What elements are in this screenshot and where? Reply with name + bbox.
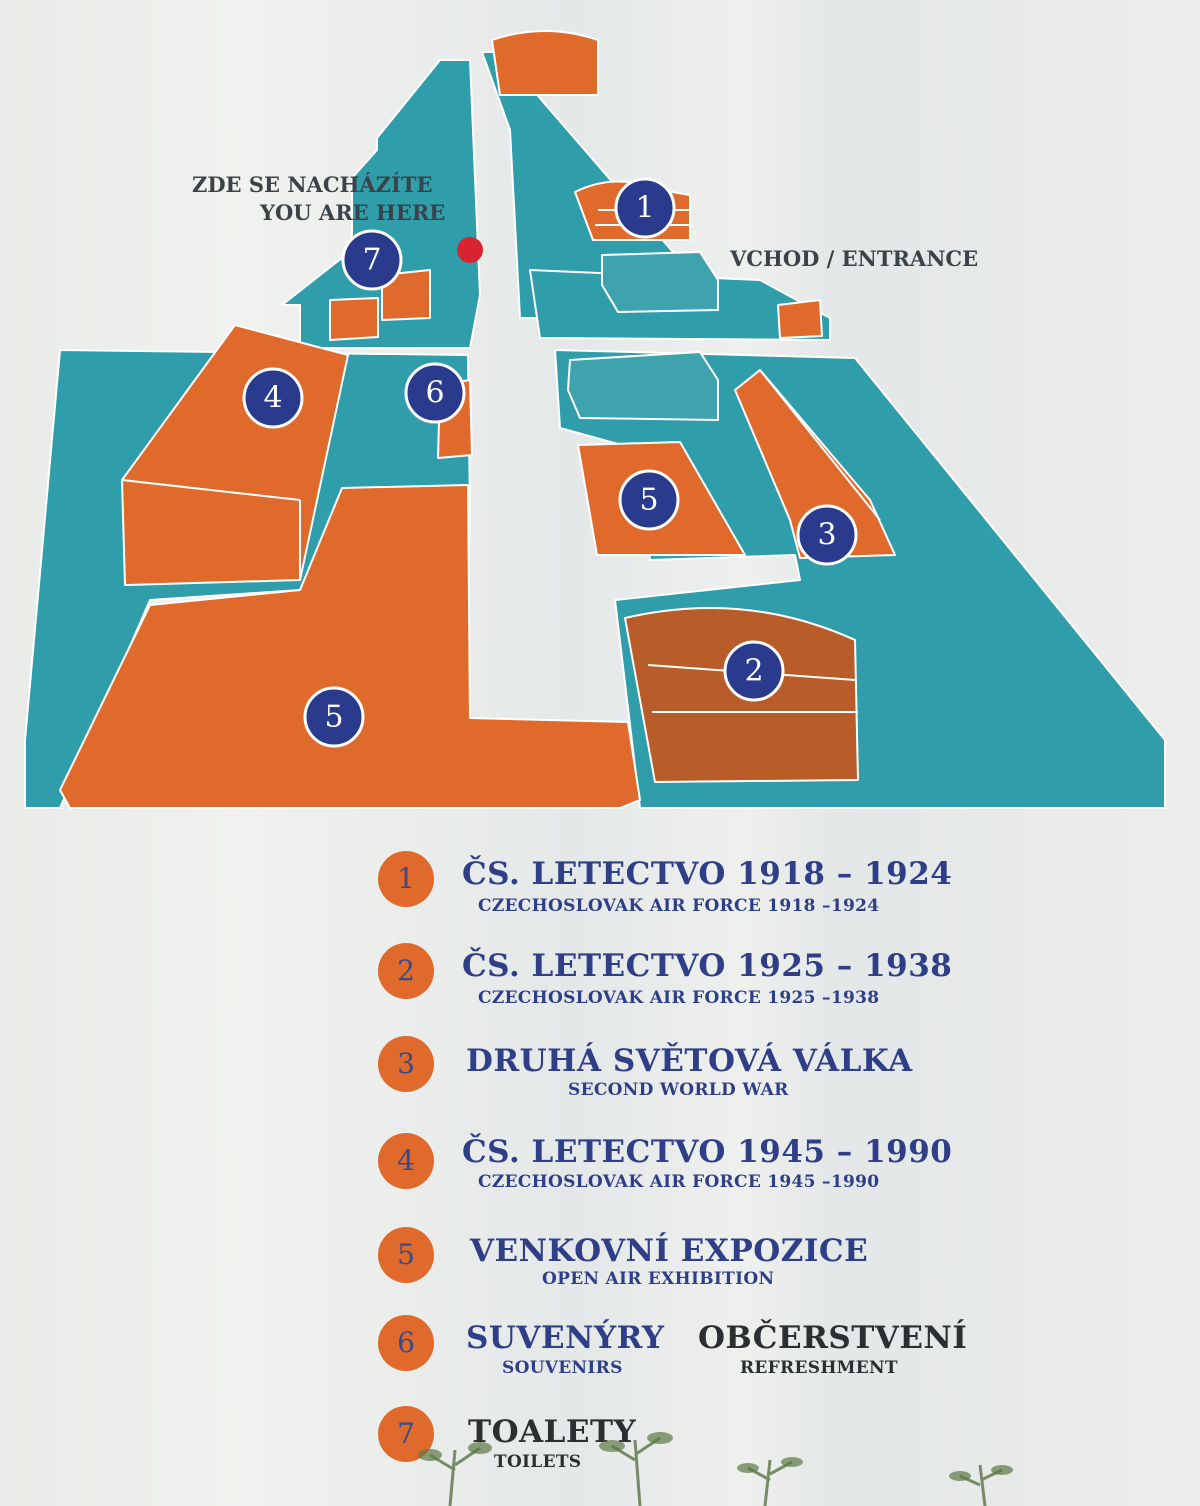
map-marker-5-center: 5 xyxy=(618,469,680,531)
area-5-large xyxy=(59,484,641,809)
legend-title-5: VENKOVNÍ EXPOZICE xyxy=(470,1233,869,1269)
legend-badge-2: 2 xyxy=(378,943,434,999)
legend-subtitle-5: OPEN AIR EXHIBITION xyxy=(542,1269,775,1289)
svg-text:7: 7 xyxy=(362,243,381,278)
legend-title-6: SUVENÝRY xyxy=(466,1320,665,1356)
legend-badge-6: 6 xyxy=(378,1315,434,1371)
legend-title-2: ČS. LETECTVO 1925 – 1938 xyxy=(462,948,953,984)
legend-subtitle-3: SECOND WORLD WAR xyxy=(568,1080,789,1100)
svg-text:5: 5 xyxy=(324,700,343,735)
svg-text:2: 2 xyxy=(744,654,763,689)
building-grey-b xyxy=(566,350,719,422)
legend-title-1: ČS. LETECTVO 1918 – 1924 xyxy=(462,856,953,892)
legend-subtitle-1: CZECHOSLOVAK AIR FORCE 1918 –1924 xyxy=(478,896,880,916)
entrance-label: VCHOD / ENTRANCE xyxy=(729,246,978,271)
map-marker-1: 1 xyxy=(614,177,676,239)
legend-title-4: ČS. LETECTVO 1945 – 1990 xyxy=(462,1134,953,1170)
map-marker-4: 4 xyxy=(242,367,304,429)
legend-subtitle-2: CZECHOSLOVAK AIR FORCE 1925 –1938 xyxy=(478,988,880,1008)
map-marker-7: 7 xyxy=(341,229,403,291)
legend-subtitle-7: TOILETS xyxy=(494,1452,582,1472)
building-toilets-a xyxy=(329,297,379,341)
you-are-here-marker xyxy=(457,237,483,263)
museum-map: 1 7 4 6 5 3 2 5 ZDE SE NACHÁZÍTE YOU ARE… xyxy=(24,30,1166,809)
svg-text:1: 1 xyxy=(635,191,654,226)
legend-title-3: DRUHÁ SVĚTOVÁ VÁLKA xyxy=(466,1043,913,1079)
building-grey-a xyxy=(601,250,719,314)
you-are-here-label-en: YOU ARE HERE xyxy=(259,200,445,225)
svg-text:5: 5 xyxy=(639,483,658,518)
map-marker-5-large: 5 xyxy=(303,686,365,748)
legend-badge-3: 3 xyxy=(378,1036,434,1092)
foreground-plants xyxy=(418,1432,1013,1506)
legend-title-6b: OBČERSTVENÍ xyxy=(698,1320,968,1356)
svg-text:6: 6 xyxy=(425,376,444,411)
svg-text:4: 4 xyxy=(263,381,282,416)
map-marker-6: 6 xyxy=(404,362,466,424)
building-toilets-b xyxy=(381,269,431,321)
you-are-here-label-cs: ZDE SE NACHÁZÍTE xyxy=(192,172,432,197)
map-marker-2: 2 xyxy=(723,640,785,702)
building-entrance xyxy=(777,299,823,339)
legend-badge-5: 5 xyxy=(378,1227,434,1283)
building-top xyxy=(491,30,599,96)
svg-text:3: 3 xyxy=(817,518,836,553)
legend-badge-4: 4 xyxy=(378,1133,434,1189)
legend-subtitle-6: SOUVENIRS xyxy=(502,1358,623,1378)
map-marker-3: 3 xyxy=(796,504,858,566)
legend-subtitle-6b: REFRESHMENT xyxy=(740,1358,898,1378)
legend-badge-1: 1 xyxy=(378,851,434,907)
legend-subtitle-4: CZECHOSLOVAK AIR FORCE 1945 –1990 xyxy=(478,1172,880,1192)
